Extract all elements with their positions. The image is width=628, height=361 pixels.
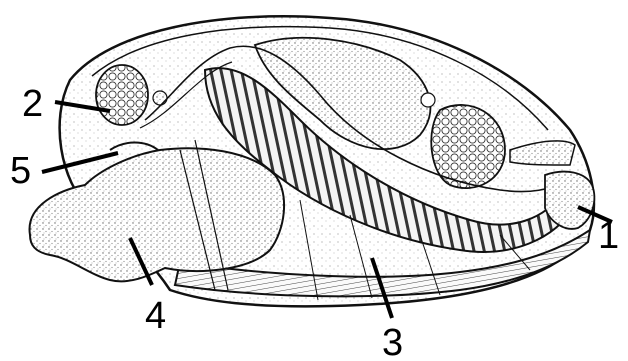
label-3: 3 <box>382 322 403 361</box>
pericardial-organ <box>421 93 435 107</box>
anterior-adductor <box>96 65 148 125</box>
label-5: 5 <box>10 150 31 192</box>
label-1: 1 <box>598 215 619 257</box>
label-2: 2 <box>22 83 43 125</box>
hinge-organ <box>153 91 167 105</box>
label-4: 4 <box>145 295 166 337</box>
siphon <box>545 172 594 229</box>
